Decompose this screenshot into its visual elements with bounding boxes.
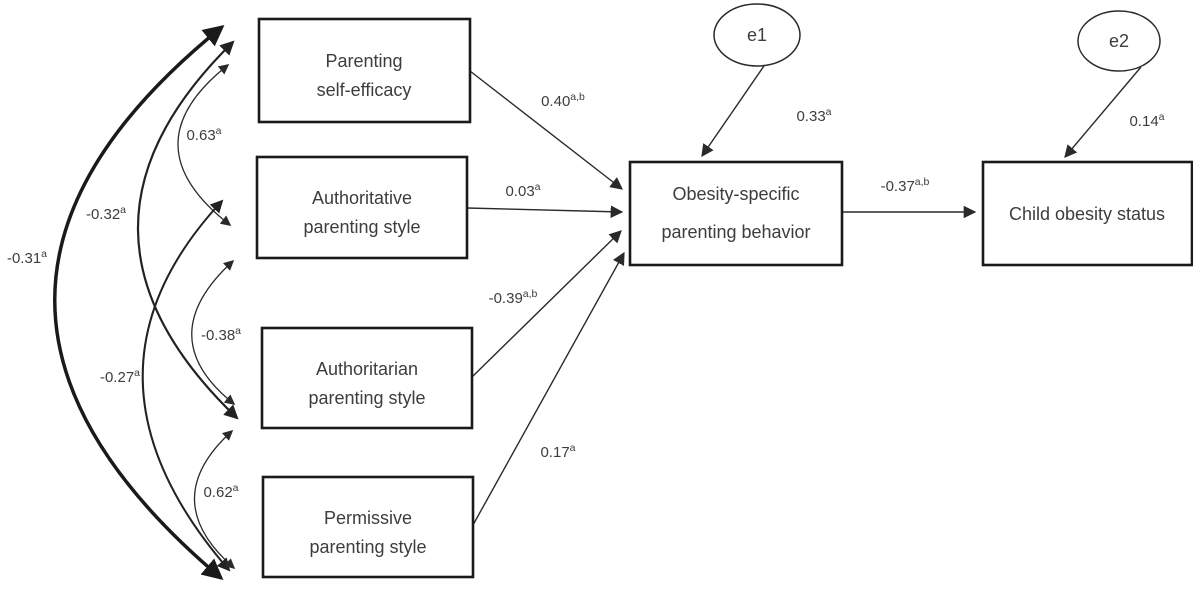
coef-e2-to-child: 0.14a bbox=[1129, 111, 1164, 130]
cov-value: -0.32 bbox=[86, 206, 120, 223]
node-authoritative-style: Authoritative parenting style bbox=[255, 155, 469, 260]
coef-value: 0.33 bbox=[796, 108, 825, 125]
coef-permissive-to-behavior: 0.17a bbox=[540, 442, 575, 461]
covariance-arc-pse-permissive bbox=[53, 25, 225, 581]
path-arrow-pse-to-behavior bbox=[469, 70, 623, 190]
permissive-style-label-line1: Permissive bbox=[324, 508, 412, 528]
cov-value: -0.38 bbox=[201, 327, 235, 344]
coef-superscript: a bbox=[535, 181, 541, 193]
authoritative-style-label-line2: parenting style bbox=[303, 217, 420, 237]
node-permissive-style: Permissive parenting style bbox=[261, 475, 475, 579]
cov-value: -0.31 bbox=[7, 250, 41, 267]
authoritarian-style-box bbox=[260, 326, 474, 430]
cov-authoritative-permissive: -0.27a bbox=[100, 367, 140, 386]
obesity-parenting-behavior-label-line2: parenting behavior bbox=[661, 222, 810, 242]
obesity-parenting-behavior-box bbox=[628, 160, 844, 267]
authoritative-style-label-line1: Authoritative bbox=[312, 188, 412, 208]
covariance-arc-pse-authoritarian bbox=[136, 40, 239, 420]
cov-pse-authoritarian: -0.32a bbox=[86, 204, 126, 223]
cov-value: 0.62 bbox=[203, 484, 232, 501]
coef-superscript: a,b bbox=[523, 288, 538, 300]
cov-superscript: a bbox=[134, 367, 140, 379]
path-arrow-authoritarian-to-behavior bbox=[471, 230, 622, 378]
e1-label: e1 bbox=[747, 25, 767, 45]
coef-value: -0.39 bbox=[489, 290, 523, 307]
parenting-self-efficacy-box bbox=[257, 17, 472, 124]
path-arrow-authoritative-to-behavior bbox=[466, 205, 624, 219]
covariance-arc-authoritative-permissive bbox=[141, 199, 231, 572]
coef-superscript: a bbox=[1159, 111, 1165, 123]
e1-ellipse bbox=[713, 3, 801, 67]
authoritarian-style-label-line2: parenting style bbox=[308, 388, 425, 408]
cov-superscript: a bbox=[235, 325, 241, 337]
covariance-arc-authoritarian-permissive bbox=[193, 429, 236, 570]
coef-superscript: a,b bbox=[915, 176, 930, 188]
node-obesity-parenting-behavior: Obesity-specific parenting behavior bbox=[628, 160, 844, 267]
coef-value: 0.14 bbox=[1129, 113, 1158, 130]
cov-superscript: a bbox=[216, 125, 222, 137]
coef-superscript: a,b bbox=[570, 91, 585, 103]
parenting-self-efficacy-label-line1: Parenting bbox=[325, 51, 402, 71]
cov-superscript: a bbox=[120, 204, 126, 216]
covariance-arc-pse-authoritative bbox=[177, 64, 232, 226]
cov-superscript: a bbox=[41, 248, 47, 260]
authoritative-style-box bbox=[255, 155, 469, 260]
authoritarian-style-label-line1: Authoritarian bbox=[316, 359, 418, 379]
obesity-parenting-behavior-label-line1: Obesity-specific bbox=[672, 184, 799, 204]
coef-pse-to-behavior: 0.40a,b bbox=[541, 91, 585, 110]
coef-e1-to-behavior: 0.33a bbox=[796, 106, 831, 125]
cov-pse-authoritative: 0.63a bbox=[186, 125, 221, 144]
e2-label: e2 bbox=[1109, 31, 1129, 51]
cov-value: -0.27 bbox=[100, 369, 134, 386]
cov-value: 0.63 bbox=[186, 127, 215, 144]
cov-authoritative-authoritarian: -0.38a bbox=[201, 325, 241, 344]
e2-ellipse bbox=[1077, 10, 1161, 72]
coef-authoritarian-to-behavior: -0.39a,b bbox=[489, 288, 538, 307]
path-arrow-e2-to-child bbox=[1064, 66, 1142, 158]
path-arrow-e1-to-behavior bbox=[701, 62, 767, 158]
permissive-style-label-line2: parenting style bbox=[309, 537, 426, 557]
coef-value: 0.40 bbox=[541, 93, 570, 110]
path-arrow-permissive-to-behavior bbox=[472, 251, 625, 526]
node-parenting-self-efficacy: Parenting self-efficacy bbox=[257, 17, 472, 124]
node-authoritarian-style: Authoritarian parenting style bbox=[260, 326, 474, 430]
coef-value: 0.03 bbox=[505, 183, 534, 200]
cov-pse-permissive: -0.31a bbox=[7, 248, 47, 267]
permissive-style-box bbox=[261, 475, 475, 579]
child-obesity-status-box bbox=[981, 160, 1193, 267]
cov-authoritarian-permissive: 0.62a bbox=[203, 482, 238, 501]
cov-superscript: a bbox=[233, 482, 239, 494]
node-error-e2: e2 bbox=[1077, 10, 1161, 72]
node-error-e1: e1 bbox=[713, 3, 801, 67]
coef-behavior-to-child: -0.37a,b bbox=[881, 176, 930, 195]
coef-authoritative-to-behavior: 0.03a bbox=[505, 181, 540, 200]
coef-value: 0.17 bbox=[540, 444, 569, 461]
coef-superscript: a bbox=[570, 442, 576, 454]
parenting-self-efficacy-label-line2: self-efficacy bbox=[317, 80, 412, 100]
node-child-obesity-status: Child obesity status bbox=[981, 160, 1193, 267]
child-obesity-status-label: Child obesity status bbox=[1009, 204, 1165, 224]
coef-superscript: a bbox=[826, 106, 832, 118]
coef-value: -0.37 bbox=[881, 178, 915, 195]
